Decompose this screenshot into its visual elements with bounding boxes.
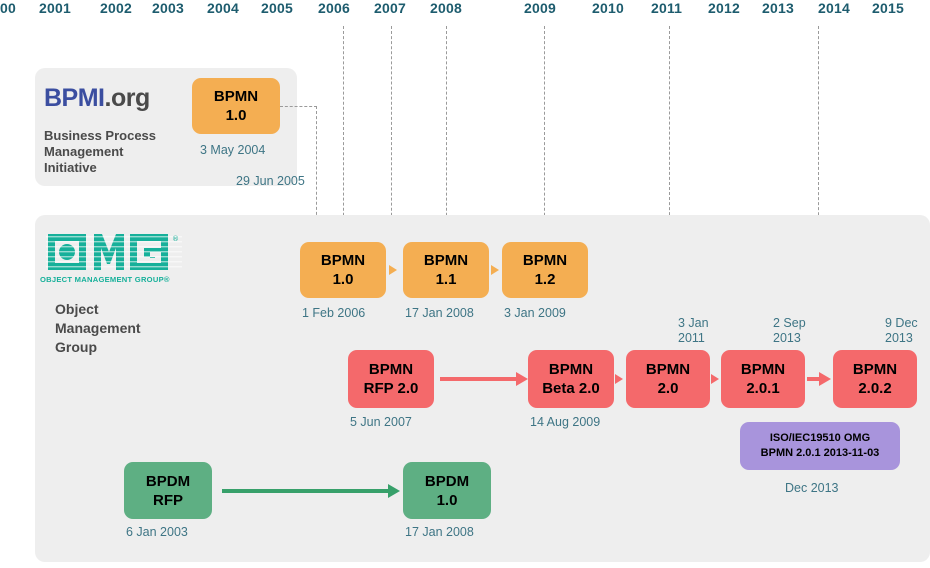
omg-registered-mark: ® <box>163 275 170 284</box>
year-label: 2005 <box>261 0 293 16</box>
node-label-line2: 2.0 <box>657 380 679 397</box>
node-bpmn-2-0-2[interactable]: BPMN 2.0.2 <box>833 350 917 408</box>
node-label-line1: BPDM <box>145 472 191 490</box>
node-label-line1: BPMN <box>320 252 366 269</box>
arrow-bpmn-1-0-to-1-1 <box>389 265 397 275</box>
year-label: 2007 <box>374 0 406 16</box>
arrow-2-0-1-to-2-0-2 <box>807 377 821 381</box>
node-bpmn-1-0[interactable]: BPMN 1.0 <box>300 242 386 298</box>
bpmi-brand-title: BPMI.org <box>44 84 150 113</box>
node-bpmn-beta-2-0[interactable]: BPMN Beta 2.0 <box>528 350 614 408</box>
node-label-line2: 2.0.2 <box>858 380 892 397</box>
node-label-line2: RFP 2.0 <box>363 380 419 397</box>
node-label-line1: BPDM <box>424 472 470 490</box>
node-iso-iec-19510[interactable]: ISO/IEC19510 OMG BPMN 2.0.1 2013-11-03 <box>740 422 900 470</box>
node-label-line1: BPMN <box>852 361 898 378</box>
year-label: 2015 <box>872 0 904 16</box>
node-label-line2: 2.0.1 <box>746 380 780 397</box>
node-label-line2: 1.2 <box>534 271 556 288</box>
year-label: 2002 <box>100 0 132 16</box>
node-label-line1: BPMN <box>368 361 414 378</box>
connector-elbow-vertical <box>316 106 317 230</box>
year-label: 2008 <box>430 0 462 16</box>
node-bpmn-1-1[interactable]: BPMN 1.1 <box>403 242 489 298</box>
arrow-2-0-1-to-2-0-2-head <box>819 372 831 386</box>
date-above-bpmn-2-0-2: 9 Dec 2013 <box>885 316 918 345</box>
timeline-tick <box>446 26 447 241</box>
node-label-line2: 1.0 <box>436 491 458 509</box>
date-iso-iec-19510: Dec 2013 <box>785 481 839 495</box>
date-bpmn-1-2: 3 Jan 2009 <box>504 306 566 320</box>
year-label: 2013 <box>762 0 794 16</box>
arrow-rfp-to-beta <box>440 377 518 381</box>
year-label: 2011 <box>651 0 683 16</box>
date-bpmn-1-0: 1 Feb 2006 <box>302 306 366 320</box>
date-bpdm-rfp: 6 Jan 2003 <box>126 525 188 539</box>
omg-logo-subtitle-text: OBJECT MANAGEMENT GROUP <box>40 275 164 284</box>
date-above-bpmn-2-0-1: 2 Sep 2013 <box>773 316 806 345</box>
node-label-line1: BPMN <box>548 361 594 378</box>
arrow-2-0-to-2-0-1 <box>711 374 719 384</box>
year-label: 2003 <box>152 0 184 16</box>
node-label-line1: BPMN <box>522 252 568 269</box>
date-bpmi-transfer: 29 Jun 2005 <box>236 174 305 188</box>
year-label: 2001 <box>39 0 71 16</box>
year-label: 2009 <box>524 0 556 16</box>
node-bpmn-rfp-2-0[interactable]: BPMN RFP 2.0 <box>348 350 434 408</box>
arrow-beta-to-2-0 <box>615 374 623 384</box>
arrow-rfp-to-beta-head <box>516 372 528 386</box>
timeline-tick <box>669 26 670 356</box>
connector-elbow-horizontal <box>280 106 317 107</box>
node-bpmn-1-2[interactable]: BPMN 1.2 <box>502 242 588 298</box>
svg-text:®: ® <box>172 235 179 243</box>
node-label-line1: ISO/IEC19510 OMG <box>769 432 871 444</box>
arrow-bpdm-rfp-to-1-0-head <box>388 484 400 498</box>
node-bpmi-bpmn-1-0[interactable]: BPMN 1.0 <box>192 78 280 134</box>
year-label: 2006 <box>318 0 350 16</box>
year-label: 2014 <box>818 0 850 16</box>
node-label-line2: 1.1 <box>435 271 457 288</box>
bpmi-subtitle: Business Process Management Initiative <box>44 128 157 175</box>
node-label-line1: BPMN <box>740 361 786 378</box>
omg-logo-icon: ® <box>46 234 182 270</box>
node-bpmn-2-0-1[interactable]: BPMN 2.0.1 <box>721 350 805 408</box>
date-bpmn-rfp-2-0: 5 Jun 2007 <box>350 415 412 429</box>
date-bpdm-1-0: 17 Jan 2008 <box>405 525 474 539</box>
date-bpmi-bpmn-1-0: 3 May 2004 <box>200 143 266 157</box>
node-label-line1: BPMN <box>423 252 469 269</box>
node-label-line2: 1.0 <box>332 271 354 288</box>
year-label: 2012 <box>708 0 740 16</box>
node-label-line2: RFP <box>153 491 183 509</box>
date-bpmn-beta-2-0: 14 Aug 2009 <box>530 415 601 429</box>
timeline-tick <box>544 26 545 241</box>
node-label-line2: Beta 2.0 <box>542 380 600 397</box>
omg-organization-name: Object Management Group <box>55 301 141 355</box>
timeline-tick <box>343 26 344 241</box>
bpmi-brand-primary: BPMI <box>44 84 105 112</box>
node-label-line1: BPMN <box>213 88 259 105</box>
date-bpmn-1-1: 17 Jan 2008 <box>405 306 474 320</box>
bpmi-brand-secondary: .org <box>104 84 151 112</box>
arrow-bpdm-rfp-to-1-0 <box>222 489 390 493</box>
node-bpmn-2-0[interactable]: BPMN 2.0 <box>626 350 710 408</box>
year-label: 2010 <box>592 0 624 16</box>
node-label-line2: 1.0 <box>225 107 247 124</box>
arrow-bpmn-1-1-to-1-2 <box>491 265 499 275</box>
node-label-line2: BPMN 2.0.1 2013-11-03 <box>760 447 880 459</box>
year-label: 2004 <box>207 0 239 16</box>
omg-logo-subtitle: OBJECT MANAGEMENT GROUP® <box>40 275 170 284</box>
date-above-bpmn-2-0: 3 Jan 2011 <box>678 316 709 345</box>
timeline-tick <box>818 26 819 336</box>
node-label-line1: BPMN <box>645 361 691 378</box>
timeline-tick <box>391 26 392 241</box>
year-label: 00 <box>0 0 16 16</box>
